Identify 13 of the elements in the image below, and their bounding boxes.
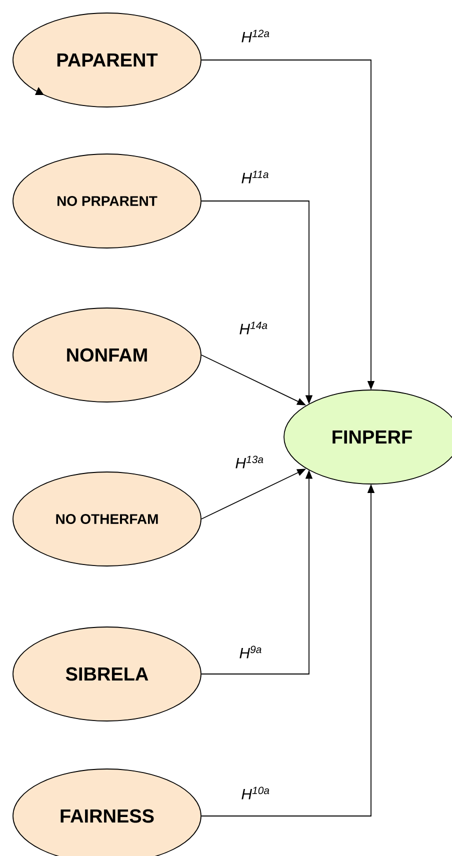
edge-label: H$^{12a}$ bbox=[242, 30, 270, 42]
ellipse-node: FINPERF bbox=[284, 390, 452, 484]
edge-label: H$^{10a}$ bbox=[242, 786, 270, 800]
ellipse-node: SIBRELA bbox=[12, 626, 202, 722]
edge-label: H$^{13a}$ bbox=[236, 456, 264, 468]
ellipse-node: NO PRPARENT bbox=[12, 154, 202, 248]
edge-label: H$^{14a}$ bbox=[240, 322, 268, 334]
edge-label: H$^{9a}$ bbox=[240, 646, 262, 658]
ellipse-node: PAPARENT bbox=[12, 12, 202, 108]
ellipse-node: FAIRNESS bbox=[12, 768, 202, 856]
ellipse-node: NO OTHERFAM bbox=[12, 472, 202, 566]
ellipse-node: NONFAM bbox=[12, 308, 202, 402]
edge-label: H$^{11a}$ bbox=[242, 170, 268, 184]
